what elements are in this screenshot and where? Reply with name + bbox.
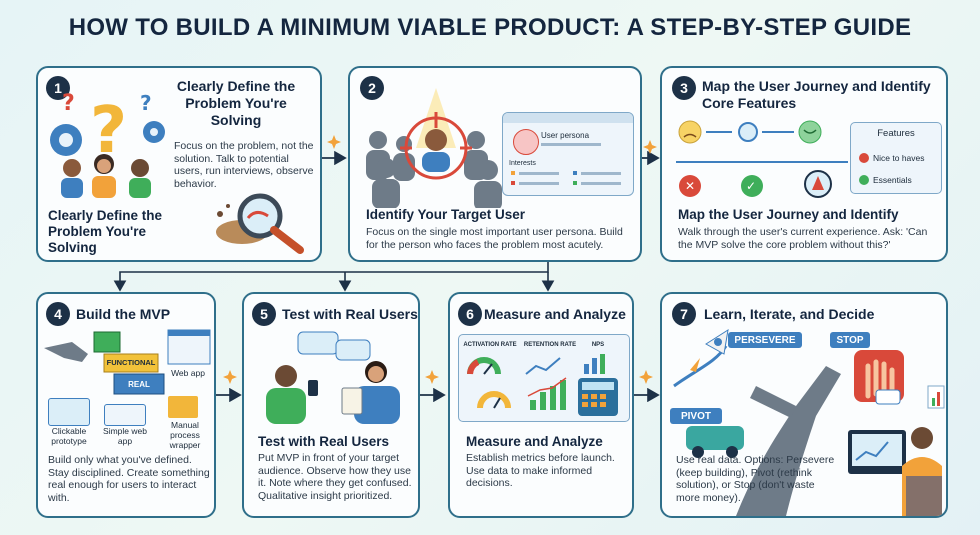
step-6-card: 6 Measure and Analyze ACTIVATION RATE RE… bbox=[448, 292, 634, 518]
step-subheading: Map the User Journey and Identify bbox=[678, 207, 899, 222]
target-user-illustration bbox=[366, 88, 502, 208]
step-heading: Test with Real Users bbox=[282, 306, 418, 322]
svg-text:?: ? bbox=[140, 91, 152, 115]
feature-essentials: Essentials bbox=[873, 175, 912, 185]
step-body: Focus on the single most important user … bbox=[366, 226, 623, 251]
step-number-badge: 7 bbox=[672, 302, 696, 326]
step-body: Use real data. Options: Persevere (keep … bbox=[676, 454, 835, 504]
user-persona-card: User persona Interests bbox=[502, 112, 634, 196]
step-heading: Clearly Define the Problem You're Solvin… bbox=[176, 78, 296, 128]
step-subheading: Identify Your Target User bbox=[366, 207, 526, 222]
step-body: Put MVP in front of your target audience… bbox=[258, 452, 412, 502]
step-number-badge: 6 bbox=[458, 302, 482, 326]
step-subheading: Measure and Analyze bbox=[466, 434, 603, 449]
feature-nice-to-haves: Nice to haves bbox=[873, 153, 925, 163]
block-real-label: REAL bbox=[128, 380, 150, 389]
step-heading: Map the User Journey and Identify Core F… bbox=[702, 78, 931, 111]
user-testing-illustration bbox=[266, 331, 400, 424]
step-number-badge: 3 bbox=[672, 76, 696, 100]
simple-web-app-label: Simple web app bbox=[103, 426, 147, 446]
step-number-badge: 1 bbox=[46, 76, 70, 100]
step-heading: Learn, Iterate, and Decide bbox=[704, 306, 875, 322]
metric-activation-label: ACTIVATION RATE bbox=[463, 342, 517, 348]
block-functional-label: FUNCTIONAL bbox=[106, 358, 156, 367]
user-journey-map: ✕ ✓ bbox=[676, 120, 848, 198]
clickable-prototype-label: Clickable prototype bbox=[51, 426, 87, 446]
svg-text:✕: ✕ bbox=[685, 179, 695, 193]
magnifying-glass-icon bbox=[216, 193, 304, 254]
metric-retention-label: RETENTION RATE bbox=[523, 342, 577, 348]
step-body: Walk through the user's current experien… bbox=[678, 226, 928, 251]
step-heading: Build the MVP bbox=[76, 306, 171, 322]
web-app-label: Web app bbox=[171, 368, 205, 378]
sparkles bbox=[223, 135, 657, 384]
manual-wrapper-label: Manual process wrapper bbox=[169, 420, 201, 450]
metrics-charts bbox=[467, 354, 618, 416]
decision-illustration bbox=[670, 328, 945, 516]
stop-sign: STOP bbox=[836, 335, 864, 346]
step-3-card: 3 Map the User Journey and Identify Core… bbox=[660, 66, 948, 262]
step-heading: Measure and Analyze bbox=[484, 306, 626, 322]
step-subheading: Clearly Define the Problem You're Solvin… bbox=[48, 208, 163, 255]
persona-interests-label: Interests bbox=[509, 160, 536, 167]
step-number-badge: 2 bbox=[360, 76, 384, 100]
step-5-card: 5 Test with Real Users Test with Real Us… bbox=[242, 292, 420, 518]
simple-web-app-icon bbox=[104, 404, 146, 426]
step-body: Establish metrics before launch. Use dat… bbox=[466, 452, 615, 489]
arrow-3-4 bbox=[113, 262, 549, 292]
step-number-badge: 4 bbox=[46, 302, 70, 326]
problem-illustration: ? ? ? bbox=[50, 91, 165, 198]
step-body: Build only what you've defined. Stay dis… bbox=[48, 454, 210, 504]
features-panel: Features Nice to haves Essentials bbox=[850, 122, 942, 194]
step-2-card: 2 User persona Interests Identify Your T… bbox=[348, 66, 642, 262]
svg-text:?: ? bbox=[62, 91, 75, 116]
step-4-card: 4 Build the MVP FUNCTIONAL REAL Web app … bbox=[36, 292, 216, 518]
step-number-badge: 5 bbox=[252, 302, 276, 326]
persevere-sign: PERSEVERE bbox=[734, 335, 796, 346]
page-title: HOW TO BUILD A MINIMUM VIABLE PRODUCT: A… bbox=[68, 14, 912, 41]
step-body: Focus on the problem, not the solution. … bbox=[174, 140, 314, 190]
step-subheading: Test with Real Users bbox=[258, 434, 390, 449]
metric-nps-label: NPS bbox=[591, 342, 605, 348]
pivot-sign: PIVOT bbox=[680, 411, 711, 422]
build-blocks-illustration bbox=[44, 329, 211, 395]
clickable-prototype-icon bbox=[48, 398, 90, 426]
persona-title: User persona bbox=[541, 131, 590, 140]
svg-text:✓: ✓ bbox=[746, 179, 756, 193]
features-title: Features bbox=[877, 128, 915, 139]
step-7-card: 7 Learn, Iterate, and Decide PERSEVERE S… bbox=[660, 292, 948, 518]
folder-icon bbox=[168, 396, 198, 418]
step-1-card: 1 Clearly Define the Problem You're Solv… bbox=[36, 66, 322, 262]
